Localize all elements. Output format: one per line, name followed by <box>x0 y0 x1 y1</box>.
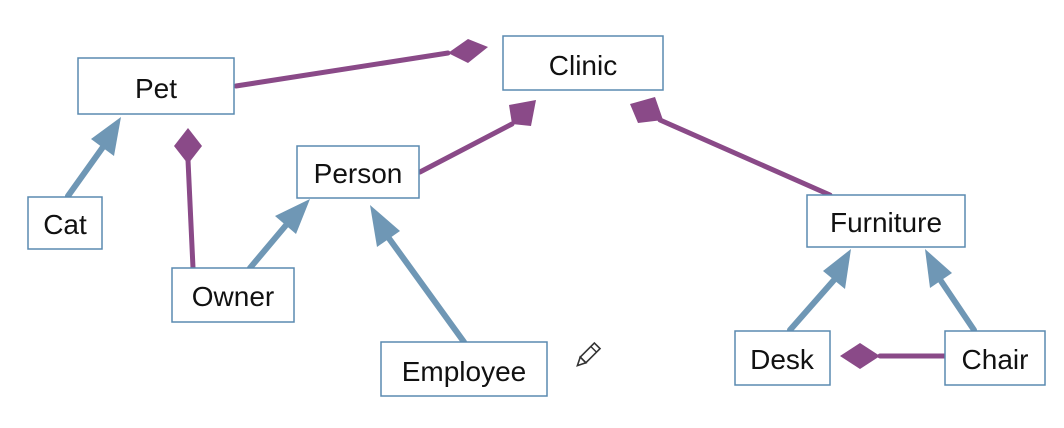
composition-line-clinic-pet <box>233 50 451 89</box>
class-label-chair: Chair <box>962 344 1029 375</box>
inheritance-line-employee-person <box>385 234 467 345</box>
composition-links <box>174 39 948 369</box>
class-box-employee: Employee <box>380 341 548 397</box>
class-label-pet: Pet <box>135 73 177 104</box>
class-label-employee: Employee <box>402 356 527 387</box>
class-label-clinic: Clinic <box>549 50 617 81</box>
class-box-owner: Owner <box>171 267 295 323</box>
class-label-desk: Desk <box>750 344 815 375</box>
composition-line-pet-owner <box>185 157 196 271</box>
inheritance-arrowhead-employee-person <box>370 205 400 247</box>
class-box-furniture: Furniture <box>806 194 966 248</box>
inheritance-links <box>65 117 977 345</box>
composition-diamond-pet-owner <box>174 128 202 164</box>
inheritance-arrowhead-cat-pet <box>91 117 121 156</box>
composition-diamond-clinic-pet <box>448 39 488 63</box>
class-box-chair: Chair <box>944 330 1046 386</box>
inheritance-line-cat-pet <box>65 144 106 199</box>
class-label-cat: Cat <box>43 209 87 240</box>
composition-line-clinic-person <box>417 121 515 175</box>
inheritance-line-owner-person <box>247 221 290 271</box>
inheritance-line-desk-furniture <box>787 277 837 333</box>
inheritance-arrowhead-owner-person <box>275 199 310 234</box>
composition-diamond-clinic-person <box>509 100 536 126</box>
class-box-clinic: Clinic <box>502 35 664 91</box>
pencil-icon[interactable] <box>575 341 602 368</box>
inheritance-line-chair-furniture <box>938 278 977 333</box>
inheritance-arrowhead-chair-furniture <box>925 249 952 288</box>
class-box-cat: Cat <box>27 196 103 250</box>
composition-line-clinic-furniture <box>657 117 833 198</box>
class-label-furniture: Furniture <box>830 207 942 238</box>
class-box-person: Person <box>296 145 420 199</box>
inheritance-arrowhead-desk-furniture <box>823 249 851 289</box>
class-box-pet: Pet <box>77 57 235 115</box>
composition-diamond-clinic-furniture <box>630 97 663 123</box>
class-label-owner: Owner <box>192 281 274 312</box>
composition-diamond-desk-chair <box>840 343 880 369</box>
class-box-desk: Desk <box>734 330 831 386</box>
class-label-person: Person <box>314 158 403 189</box>
